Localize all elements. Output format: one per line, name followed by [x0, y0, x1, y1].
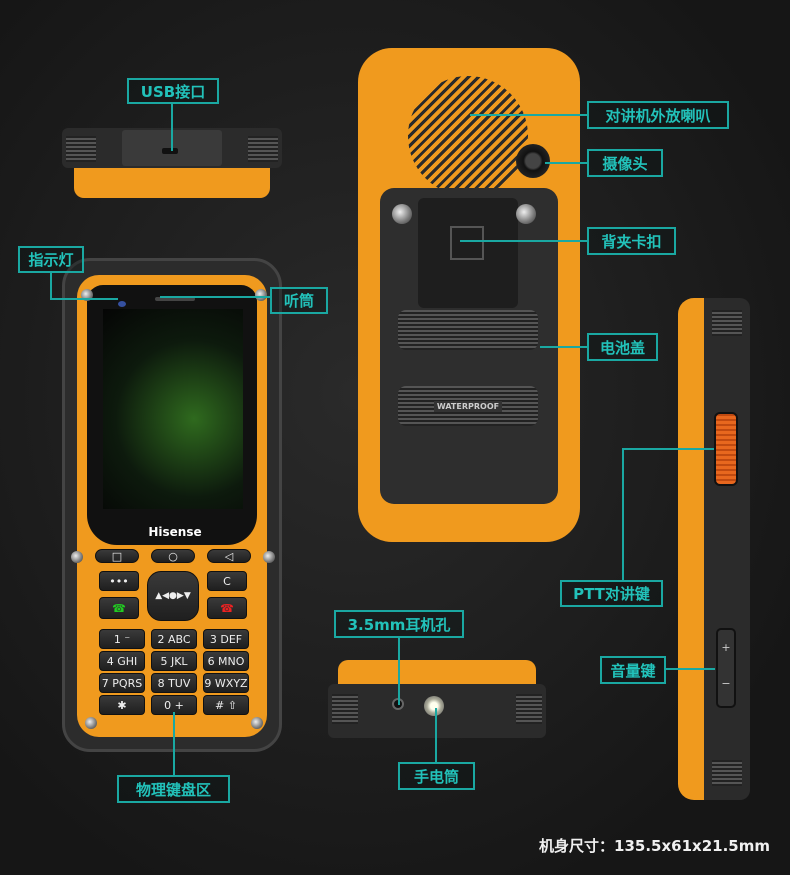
screen — [103, 309, 243, 509]
dpad[interactable]: ▲◀●▶▼ — [147, 571, 199, 621]
label-ptt: PTT对讲键 — [560, 580, 663, 607]
phone-bottom-view — [328, 660, 546, 742]
key-5[interactable]: 5 JKL — [151, 651, 197, 671]
earpiece — [155, 297, 195, 301]
label-keypad: 物理键盘区 — [117, 775, 230, 803]
volume-button[interactable]: +− — [716, 628, 736, 708]
home-key[interactable]: ○ — [151, 549, 195, 563]
label-usb: USB接口 — [127, 78, 219, 104]
end-key[interactable]: ☎ — [207, 597, 247, 619]
call-key[interactable]: ☎ — [99, 597, 139, 619]
key-7[interactable]: 7 PQRS — [99, 673, 145, 693]
key-4[interactable]: 4 GHI — [99, 651, 145, 671]
label-headphone: 3.5mm耳机孔 — [334, 610, 464, 638]
menu-key[interactable]: □ — [95, 549, 139, 563]
speaker-grille — [408, 76, 528, 196]
indicator-light — [118, 301, 126, 307]
label-earpiece: 听筒 — [270, 287, 328, 314]
key-hash[interactable]: # ⇧ — [203, 695, 249, 715]
ptt-button[interactable] — [714, 412, 738, 486]
label-camera: 摄像头 — [587, 149, 663, 177]
camera — [516, 144, 550, 178]
waterproof-text: WATERPROOF — [433, 400, 503, 412]
brand-logo: Hisense — [148, 525, 202, 539]
label-indicator: 指示灯 — [18, 246, 84, 273]
belt-clip — [418, 198, 518, 308]
label-flashlight: 手电筒 — [398, 762, 475, 790]
label-speaker: 对讲机外放喇叭 — [587, 101, 729, 129]
label-volume: 音量键 — [600, 656, 666, 684]
flashlight — [424, 696, 444, 716]
label-battery-cover: 电池盖 — [587, 333, 658, 361]
phone-back: WATERPROOF — [358, 48, 580, 542]
key-8[interactable]: 8 TUV — [151, 673, 197, 693]
usb-port — [162, 148, 178, 154]
key-star[interactable]: ✱ — [99, 695, 145, 715]
phone-front: Hisense □ ○ ◁ ••• C ☎ ☎ ▲◀●▶▼ 1 ⁻ 2 ABC … — [62, 258, 282, 752]
key-3[interactable]: 3 DEF — [203, 629, 249, 649]
phone-side: +− — [678, 298, 750, 800]
clear-key[interactable]: C — [207, 571, 247, 591]
key-9[interactable]: 9 WXYZ — [203, 673, 249, 693]
key-1[interactable]: 1 ⁻ — [99, 629, 145, 649]
key-2[interactable]: 2 ABC — [151, 629, 197, 649]
dimensions-text: 机身尺寸：135.5x61x21.5mm — [539, 837, 770, 855]
label-clip: 背夹卡扣 — [587, 227, 676, 255]
options-key[interactable]: ••• — [99, 571, 139, 591]
key-6[interactable]: 6 MNO — [203, 651, 249, 671]
back-key[interactable]: ◁ — [207, 549, 251, 563]
